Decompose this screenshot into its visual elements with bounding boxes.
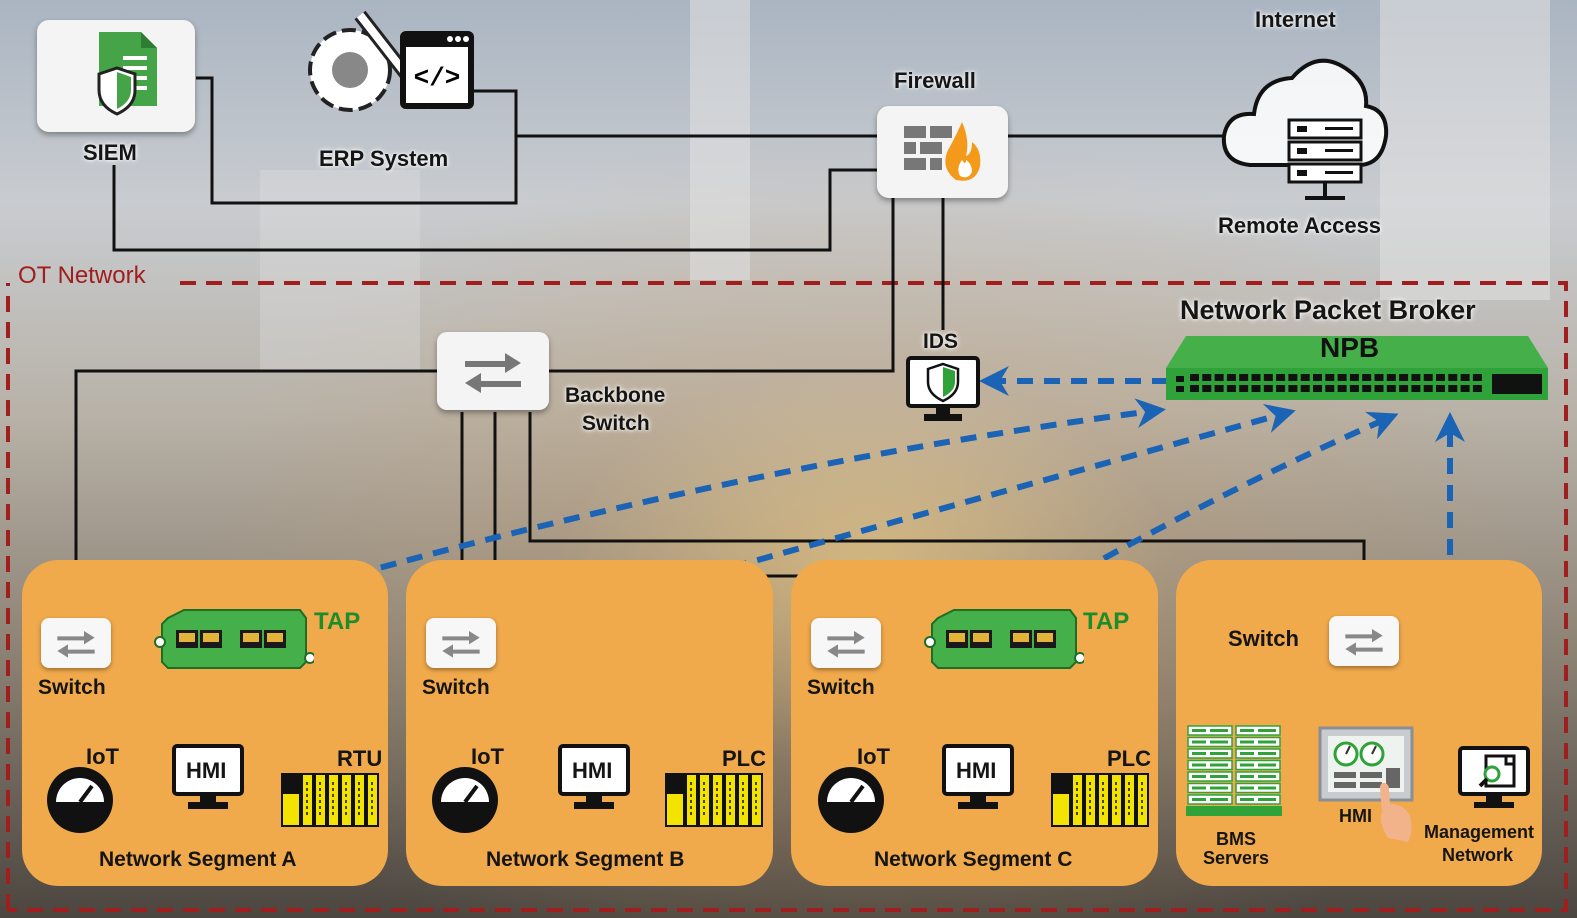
segment-b-switch-label: Switch (422, 676, 490, 699)
segment-c-label: Network Segment C (874, 848, 1073, 871)
firewall-label: Firewall (894, 68, 976, 93)
monitor-icon (942, 744, 1014, 809)
bms-servers-label-2: Servers (1203, 848, 1270, 868)
segment-c-switch-label: Switch (807, 676, 875, 699)
segment-a-iot-label: IoT (86, 744, 119, 769)
bms-switch-label: Switch (1228, 626, 1299, 651)
segment-b-iot-label: IoT (471, 744, 504, 769)
segment-a-hmi-label: HMI (186, 758, 227, 783)
ids-label: IDS (923, 330, 959, 353)
segment-b-label: Network Segment B (486, 848, 685, 871)
mgmt-label-2: Network (1442, 845, 1514, 865)
plc-icon (1051, 773, 1149, 827)
segment-b (406, 560, 773, 886)
segment-a-switch-label: Switch (38, 676, 106, 699)
siem-icon (97, 32, 157, 116)
segment-b-hmi-label: HMI (572, 758, 613, 783)
tap-icon[interactable] (154, 606, 314, 672)
segment-a-switch[interactable] (41, 618, 111, 668)
segment-c-tap-label: TAP (1083, 608, 1130, 635)
bms-switch[interactable] (1329, 616, 1399, 666)
switch-icon (442, 631, 480, 658)
bms-hmi-label: HMI (1339, 806, 1372, 826)
segment-b-plc-label: PLC (722, 746, 766, 771)
remote-access-label: Remote Access (1218, 213, 1382, 238)
segment-c-switch[interactable] (811, 618, 881, 668)
erp-icon: </> (308, 10, 474, 112)
switch-icon (1345, 629, 1383, 656)
switch-icon (57, 631, 95, 658)
management-icon[interactable] (1458, 746, 1530, 810)
tap-icon[interactable] (924, 606, 1084, 672)
backbone-switch[interactable] (437, 332, 549, 410)
server-rack-icon (1287, 118, 1363, 200)
segment-c-plc-label: PLC (1107, 746, 1151, 771)
siem-card[interactable] (37, 20, 195, 132)
switch-icon (827, 631, 865, 658)
svg-text:</>: </> (414, 63, 461, 93)
npb-icon[interactable] (1162, 332, 1552, 402)
monitor-icon (558, 744, 630, 809)
switch-icon (465, 353, 521, 393)
monitor-icon (172, 744, 244, 809)
plc-icon (665, 773, 763, 827)
segment-c-hmi-label: HMI (956, 758, 997, 783)
backbone-label-2: Switch (582, 412, 650, 435)
segment-a-label: Network Segment A (99, 848, 297, 871)
gauge-icon (432, 767, 498, 833)
internet-label: Internet (1255, 7, 1336, 32)
segment-a-rtu-label: RTU (337, 746, 383, 771)
bms-server-icon (1186, 725, 1282, 816)
segment-b-switch[interactable] (426, 618, 496, 668)
segment-c-iot-label: IoT (857, 744, 890, 769)
firewall-card[interactable] (877, 106, 1008, 198)
gauge-icon (818, 767, 884, 833)
siem-label: SIEM (83, 140, 137, 165)
ot-network-label: OT Network (18, 262, 146, 289)
monitor-shield-icon[interactable] (906, 356, 980, 424)
plc-icon (281, 773, 379, 827)
gauge-icon (47, 767, 113, 833)
backbone-label-1: Backbone (565, 384, 666, 407)
erp-label: ERP System (319, 146, 449, 171)
bms-servers-label-1: BMS (1216, 829, 1256, 849)
firewall-icon (904, 122, 981, 181)
npb-title: Network Packet Broker (1180, 295, 1476, 325)
touch-hmi-icon[interactable] (1318, 726, 1418, 844)
segment-a-tap-label: TAP (314, 608, 361, 635)
mgmt-label-1: Management (1424, 822, 1535, 842)
npb-label: NPB (1320, 332, 1380, 363)
bms-segment (1176, 560, 1542, 886)
